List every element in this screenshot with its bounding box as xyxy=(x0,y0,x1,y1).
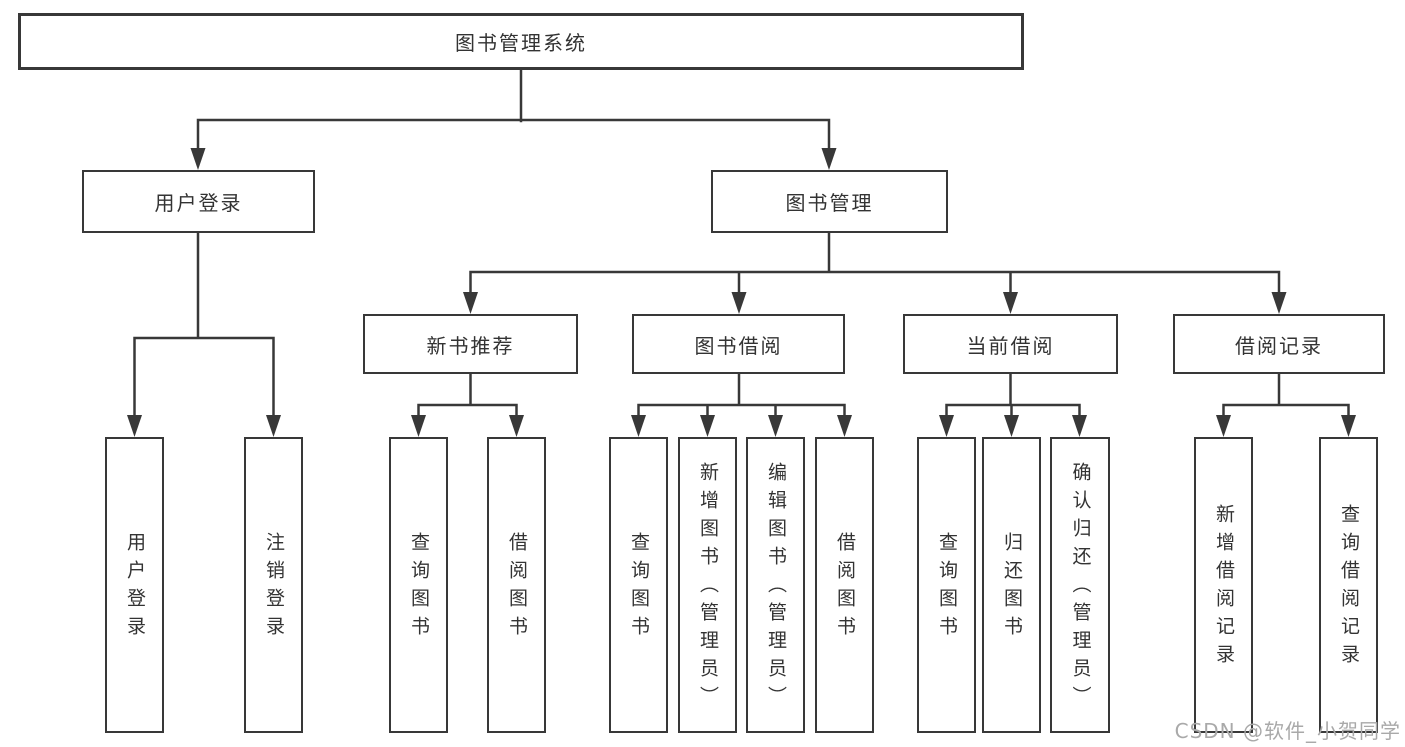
leaf-edit-book-admin-label: 编辑图书（管理员） xyxy=(765,462,787,714)
leaf-borrow-books: 借阅图书 xyxy=(815,437,874,733)
leaf-edit-book-admin: 编辑图书（管理员） xyxy=(746,437,805,733)
node-book-borrow: 图书借阅 xyxy=(632,314,845,374)
leaf-confirm-return-admin-label: 确认归还（管理员） xyxy=(1069,462,1092,714)
leaf-query-books-borrow: 查询图书 xyxy=(609,437,668,733)
leaf-borrow-books-recommend: 借阅图书 xyxy=(487,437,546,733)
node-book-management: 图书管理 xyxy=(711,170,948,233)
leaf-query-borrow-record-label: 查询借阅记录 xyxy=(1338,504,1360,672)
leaf-return-book: 归还图书 xyxy=(982,437,1041,733)
arrowheads xyxy=(127,148,1356,437)
leaf-query-borrow-record: 查询借阅记录 xyxy=(1319,437,1378,733)
leaf-add-book-admin-label: 新增图书（管理员） xyxy=(697,462,719,714)
leaf-confirm-return-admin: 确认归还（管理员） xyxy=(1050,437,1110,733)
leaf-logout-label: 注销登录 xyxy=(263,532,285,644)
leaf-query-books-current-label: 查询图书 xyxy=(936,532,958,644)
leaf-borrow-books-recommend-label: 借阅图书 xyxy=(506,532,528,644)
node-book-borrow-label: 图书借阅 xyxy=(694,333,783,358)
node-user-login: 用户登录 xyxy=(82,170,315,233)
leaf-return-book-label: 归还图书 xyxy=(1001,532,1023,644)
leaf-user-login-label: 用户登录 xyxy=(124,532,146,644)
csdn-watermark: CSDN @软件_小贺同学 xyxy=(1174,719,1401,743)
leaf-logout: 注销登录 xyxy=(244,437,303,733)
leaf-add-book-admin: 新增图书（管理员） xyxy=(678,437,737,733)
node-new-book-recommend-label: 新书推荐 xyxy=(426,333,515,358)
leaf-query-books-current: 查询图书 xyxy=(917,437,976,733)
leaf-add-borrow-record: 新增借阅记录 xyxy=(1194,437,1253,733)
node-borrow-records-label: 借阅记录 xyxy=(1235,333,1323,358)
node-root-label: 图书管理系统 xyxy=(455,31,587,55)
node-root-system: 图书管理系统 xyxy=(18,13,1024,70)
node-book-management-label: 图书管理 xyxy=(785,191,874,215)
leaf-add-borrow-record-label: 新增借阅记录 xyxy=(1213,504,1235,672)
leaf-query-books-borrow-label: 查询图书 xyxy=(628,532,650,644)
leaf-borrow-books-label: 借阅图书 xyxy=(834,532,856,644)
leaf-query-books-recommend: 查询图书 xyxy=(389,437,448,733)
node-new-book-recommend: 新书推荐 xyxy=(363,314,578,374)
node-current-borrow: 当前借阅 xyxy=(903,314,1118,374)
node-user-login-label: 用户登录 xyxy=(154,191,243,215)
node-current-borrow-label: 当前借阅 xyxy=(966,333,1055,358)
node-borrow-records: 借阅记录 xyxy=(1173,314,1385,374)
leaf-user-login: 用户登录 xyxy=(105,437,164,733)
leaf-query-books-recommend-label: 查询图书 xyxy=(408,532,430,644)
